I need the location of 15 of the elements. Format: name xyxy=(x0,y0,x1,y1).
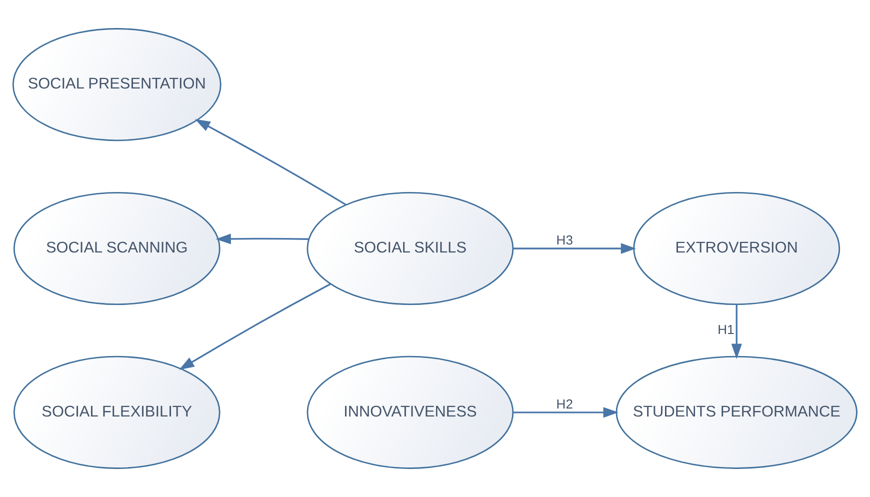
arrow xyxy=(513,243,636,254)
arrow xyxy=(216,234,309,244)
arrow xyxy=(513,407,619,418)
edge-label: H3 xyxy=(556,232,573,248)
arrow xyxy=(194,119,346,206)
arrow xyxy=(179,283,331,370)
node-ellipse: INNOVATIVENESS xyxy=(306,356,514,469)
arrow xyxy=(731,304,742,359)
edge-label: H1 xyxy=(718,322,734,337)
edge-label: H2 xyxy=(556,396,573,412)
node-ellipse: SOCIAL SKILLS xyxy=(306,192,514,306)
node-ellipse: STUDENTS PERFORMANCE xyxy=(616,356,858,469)
node-ellipse: SOCIAL SCANNING xyxy=(13,192,220,306)
node-ellipse: SOCIAL PRESENTATION xyxy=(12,28,222,142)
node-ellipse: EXTROVERSION xyxy=(633,192,840,306)
